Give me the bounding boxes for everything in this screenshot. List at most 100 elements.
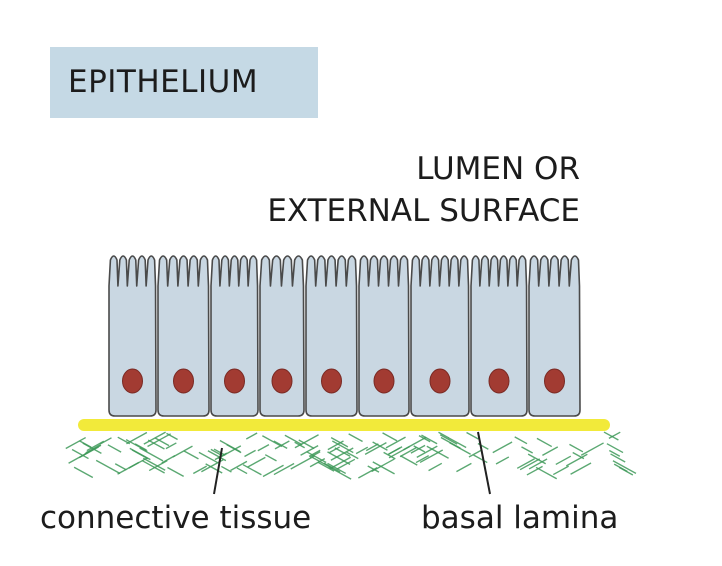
connective-fiber [606,443,624,454]
connective-fiber [192,465,208,475]
connective-fiber [221,465,232,473]
connective-fiber [147,439,165,450]
connective-fiber [495,456,510,465]
cell-nucleus [429,368,451,394]
connective-fiber [367,465,380,473]
connective-fiber [167,466,184,478]
connective-fiber [205,463,223,474]
connective-fiber [348,433,363,443]
connective-fiber [346,451,359,460]
connective-fiber [514,436,528,445]
epithelial-cell [410,255,470,417]
connective-fiber [245,432,258,440]
connective-fiber [516,458,535,469]
epithelial-cell [305,255,358,417]
connective-fiber [327,451,351,465]
connective-fiber [95,459,121,475]
connective-fiber [172,445,193,458]
connective-fiber [284,434,303,446]
connective-pointer-line [213,447,223,495]
connective-fiber [608,449,621,457]
connective-fiber [230,460,248,472]
connective-fiber [419,449,444,464]
connective-fiber [526,465,543,476]
connective-fiber [217,445,242,459]
connective-fiber [438,431,450,439]
epithelial-cells [108,255,581,417]
connective-fiber [257,443,270,452]
connective-fiber [330,437,349,448]
connective-fiber [428,462,443,472]
epithelial-cell [528,255,581,417]
connective-tissue-label: connective tissue [40,500,312,536]
connective-fiber [565,453,588,467]
connective-fiber [183,450,199,460]
connective-fiber [555,455,572,466]
connective-fiber [311,456,334,470]
connective-fiber [290,455,315,470]
connective-fiber [244,449,256,458]
title: EPITHELIUM [68,64,259,100]
connective-fiber [535,466,558,480]
connective-fiber [410,444,426,454]
epithelial-cell [157,255,210,417]
connective-fiber [99,437,112,445]
connective-fiber [612,460,637,475]
connective-fiber [317,461,335,472]
connective-fiber [416,445,438,458]
connective-fiber [468,449,483,458]
connective-fiber [236,467,248,475]
connective-fiber [68,451,89,464]
connective-fiber [466,431,479,440]
connective-fiber [403,436,427,451]
connective-fiber [492,441,513,454]
connective-fiber [569,443,584,453]
connective-fiber [264,454,277,462]
connective-fiber [86,440,105,452]
connective-fiber [65,436,87,450]
connective-fiber [447,437,467,449]
epithelial-cell [210,255,259,417]
connective-fiber [242,464,262,476]
connective-fiber [580,442,604,456]
epithelial-cell [358,255,410,417]
connective-fiber [247,456,266,468]
connective-fiber [273,440,288,450]
connective-fiber [603,431,619,441]
connective-fiber [382,432,398,442]
epithelial-cell [108,255,157,417]
connective-fiber [329,456,352,470]
connective-fiber [372,461,395,475]
connective-fiber [262,464,284,478]
cell-nucleus [373,368,395,394]
connective-fiber [421,434,438,445]
basal-lamina [78,419,610,431]
connective-fiber [165,442,177,450]
connective-fiber [365,443,379,452]
title-box [50,47,318,118]
connective-fiber [521,446,534,454]
cell-nucleus [488,368,510,394]
connective-fiber [107,444,122,453]
connective-fiber [213,448,226,456]
connective-fiber [154,437,170,447]
connective-fiber [570,462,592,475]
connective-fiber [198,451,218,464]
connective-fiber [117,461,140,475]
connective-fiber [139,447,164,462]
connective-fiber [552,465,569,476]
connective-fiber [519,458,541,471]
connective-fiber [618,466,634,476]
connective-fiber [226,444,242,454]
lumen-label: LUMEN OR EXTERNAL SURFACE [267,148,580,232]
cell-nucleus [321,368,342,394]
cell-nucleus [173,368,194,394]
connective-fiber [327,462,347,475]
cell-nucleus [224,368,245,394]
connective-fiber [383,451,396,460]
basal-pointer-line [477,431,491,495]
connective-fiber [439,434,458,445]
connective-fiber [355,446,369,455]
